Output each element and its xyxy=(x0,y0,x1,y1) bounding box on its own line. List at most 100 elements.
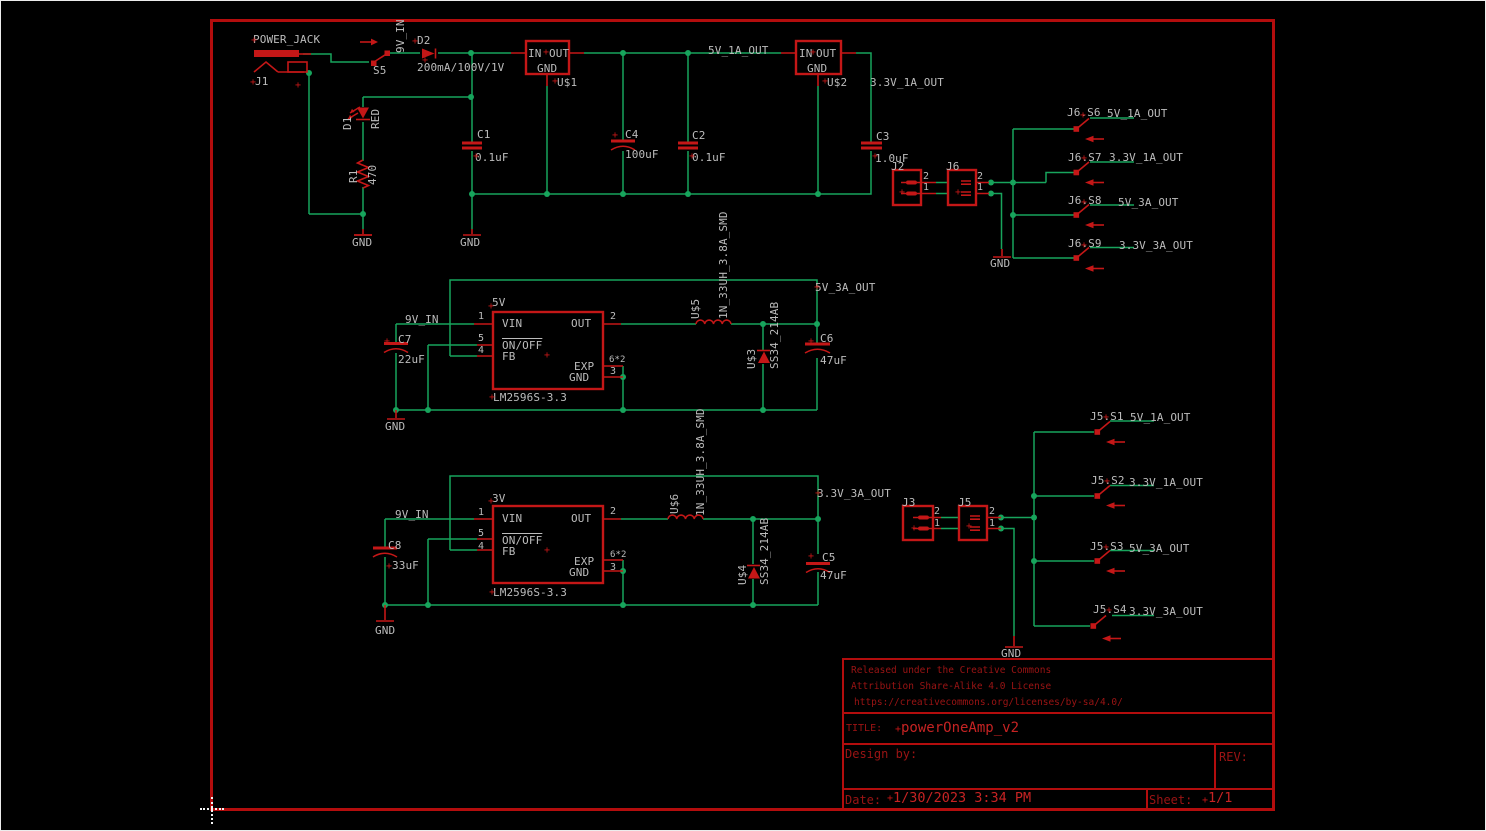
j5-s4-ref-label[interactable]: J5.S4 xyxy=(1093,603,1127,616)
c6-ref-label[interactable]: C6 xyxy=(820,332,834,345)
header-j5-s4-symbol[interactable] xyxy=(1090,614,1122,642)
s5-ref-label[interactable]: S5 xyxy=(373,64,387,77)
resistor-r1-symbol[interactable] xyxy=(355,159,371,189)
j3-ref-label[interactable]: J3 xyxy=(902,496,916,509)
buck2-exp-label[interactable]: EXP xyxy=(574,555,595,568)
j2-pin1-number-label[interactable]: 1 xyxy=(923,182,930,193)
buck1-exp-label[interactable]: EXP xyxy=(574,360,595,373)
d1-value-label[interactable]: RED xyxy=(369,108,382,129)
u2-pin-in-label[interactable]: IN xyxy=(799,47,813,60)
gnd-symbols[interactable] xyxy=(354,229,1023,648)
c3-value-label[interactable]: 1.0uF xyxy=(875,152,909,165)
gnd-label-5-label[interactable]: GND xyxy=(375,624,396,637)
net-j5-s1-label[interactable]: 5V_1A_OUT xyxy=(1130,411,1191,424)
capacitor-c8-symbol[interactable] xyxy=(372,546,398,558)
buck2-fb-label[interactable]: FB xyxy=(502,545,516,558)
gnd-label-6-label[interactable]: GND xyxy=(1001,647,1022,660)
u2-pin-gnd-label[interactable]: GND xyxy=(807,62,828,75)
buck1-pin3-number-label[interactable]: 3 xyxy=(610,366,617,377)
gnd-label-1-label[interactable]: GND xyxy=(352,236,373,249)
j3-pin2-number-label[interactable]: 2 xyxy=(934,506,941,517)
net-j5-s3-label[interactable]: 5V_3A_OUT xyxy=(1129,542,1190,555)
net-5v-1a-top-label[interactable]: 5V_1A_OUT xyxy=(708,44,769,57)
capacitor-c4-symbol[interactable] xyxy=(610,139,636,151)
j3-pin1-number-label[interactable]: 1 xyxy=(934,518,941,529)
j2-ref-label[interactable]: J2 xyxy=(891,160,905,173)
u1-pin-gnd-label[interactable]: GND xyxy=(537,62,558,75)
buck2-vin-label[interactable]: VIN xyxy=(502,512,523,525)
c7-value-label[interactable]: 22uF xyxy=(398,353,425,366)
c7-ref-label[interactable]: C7 xyxy=(398,333,412,346)
d2-ref-label[interactable]: D2 xyxy=(417,34,431,47)
title-value[interactable]: powerOneAmp_v2 xyxy=(901,720,1020,736)
diode-d2-symbol[interactable] xyxy=(422,48,437,59)
c3-ref-label[interactable]: C3 xyxy=(876,130,890,143)
net-3v3-3a-buck2-label[interactable]: 3.3V_3A_OUT xyxy=(817,487,891,500)
inductor-u5-symbol[interactable] xyxy=(695,319,732,325)
j6-ref-label[interactable]: J6 xyxy=(946,160,960,173)
header-j6-s9-symbol[interactable] xyxy=(1073,246,1105,272)
buck1-pin5-number-label[interactable]: 5 xyxy=(478,333,485,344)
j6-pin1-number-label[interactable]: 1 xyxy=(977,182,984,193)
net-9v-in-buck2-label[interactable]: 9V_IN xyxy=(395,508,429,521)
u5-ref-label[interactable]: U$5 xyxy=(689,298,702,319)
diode-u4-symbol[interactable] xyxy=(747,564,760,579)
j6-pin2-number-label[interactable]: 2 xyxy=(977,171,984,182)
buck2-onoff-label[interactable]: ON/OFF xyxy=(502,534,543,547)
u6-ref-label[interactable]: U$6 xyxy=(668,493,681,514)
j5-s3-ref-label[interactable]: J5.S3 xyxy=(1090,540,1124,553)
header-j5-s2-symbol[interactable] xyxy=(1094,484,1126,509)
header-j5-s1-symbol[interactable] xyxy=(1094,420,1126,446)
connector-j6-symbol[interactable] xyxy=(946,168,989,207)
buck2-ic-symbol[interactable] xyxy=(474,504,623,585)
buck2-part-label[interactable]: LM2596S-3.3 xyxy=(493,586,567,599)
capacitor-c3-symbol[interactable] xyxy=(861,141,882,150)
u3-ref-label[interactable]: U$3 xyxy=(745,348,758,369)
buck1-part-label[interactable]: LM2596S-3.3 xyxy=(493,391,567,404)
switch-s5-symbol[interactable] xyxy=(360,38,390,66)
net-j6-s8-label[interactable]: 5V_3A_OUT xyxy=(1118,196,1179,209)
c6-value-label[interactable]: 47uF xyxy=(820,354,847,367)
buck2-pin62-number-label[interactable]: 6*2 xyxy=(610,550,627,560)
buck2-gnd-label[interactable]: GND xyxy=(569,566,590,579)
net-wires[interactable] xyxy=(303,52,1154,636)
d2-value-label[interactable]: 200mA/100V/1V xyxy=(417,61,505,74)
c5-ref-label[interactable]: C5 xyxy=(822,551,836,564)
net-5v-3a-buck1-label[interactable]: 5V_3A_OUT xyxy=(815,281,876,294)
u2-pin-out-label[interactable]: OUT xyxy=(816,47,837,60)
capacitor-c6-symbol[interactable] xyxy=(804,342,831,354)
sheet-value[interactable]: 1/1 xyxy=(1208,790,1233,806)
power-jack-ref-label[interactable]: POWER_JACK xyxy=(253,33,321,46)
j5-s1-ref-label[interactable]: J5.S1 xyxy=(1090,410,1124,423)
power-jack-symbol[interactable] xyxy=(253,50,311,73)
c1-ref-label[interactable]: C1 xyxy=(477,128,491,141)
buck2-pin4-number-label[interactable]: 4 xyxy=(478,541,485,552)
c4-ref-label[interactable]: C4 xyxy=(625,128,639,141)
u5-value-label[interactable]: 1N_33UH_3.8A_SMD xyxy=(717,211,730,319)
r1-value-label[interactable]: 470 xyxy=(366,164,379,185)
buck1-pin1-number-label[interactable]: 1 xyxy=(478,311,485,322)
c2-value-label[interactable]: 0.1uF xyxy=(692,151,726,164)
c2-ref-label[interactable]: C2 xyxy=(692,129,706,142)
j5-pin2-number-label[interactable]: 2 xyxy=(989,506,996,517)
buck1-onoff-label[interactable]: ON/OFF xyxy=(502,339,543,352)
j6-s8-ref-label[interactable]: J6.S8 xyxy=(1068,194,1102,207)
gnd-label-4-label[interactable]: GND xyxy=(385,420,406,433)
gnd-label-3-label[interactable]: GND xyxy=(990,257,1011,270)
connector-j5-symbol[interactable] xyxy=(957,504,1001,542)
buck1-vin-label[interactable]: VIN xyxy=(502,317,523,330)
diode-u3-symbol[interactable] xyxy=(757,349,770,364)
j2-pin2-number-label[interactable]: 2 xyxy=(923,171,930,182)
buck1-out-label[interactable]: OUT xyxy=(571,317,592,330)
buck1-ic-symbol[interactable] xyxy=(474,310,623,391)
net-9v-in-vertical-label[interactable]: 9V_IN xyxy=(394,19,407,53)
buck1-fb-label[interactable]: FB xyxy=(502,350,516,363)
d1-ref-label[interactable]: D1 xyxy=(341,116,354,130)
j5-s2-ref-label[interactable]: J5.S2 xyxy=(1091,474,1125,487)
capacitor-c1-symbol[interactable] xyxy=(462,141,482,150)
c8-ref-label[interactable]: C8 xyxy=(388,539,402,552)
c4-value-label[interactable]: 100uF xyxy=(625,148,659,161)
regulator-u2-symbol[interactable] xyxy=(781,39,856,86)
connector-j2-symbol[interactable] xyxy=(891,168,936,207)
